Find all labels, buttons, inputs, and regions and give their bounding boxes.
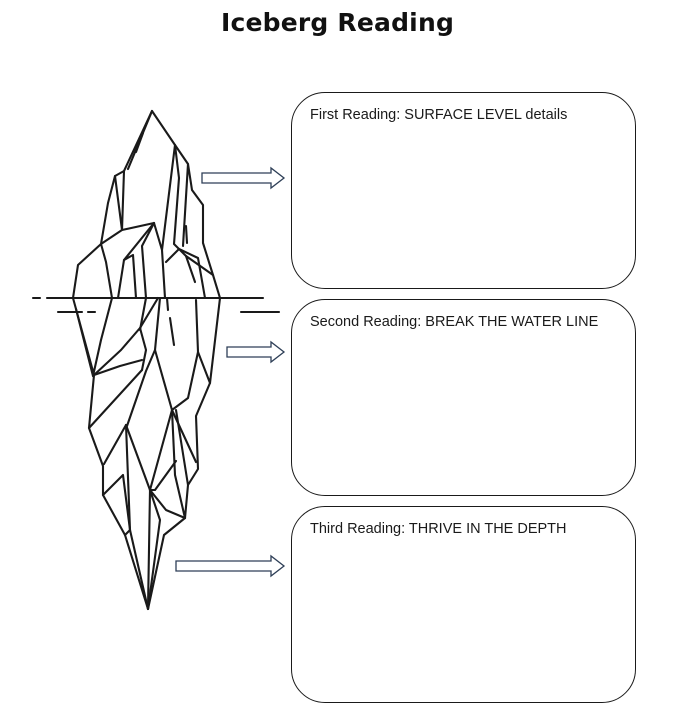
right-arrow-icon xyxy=(201,166,286,190)
right-arrow-icon xyxy=(175,554,286,578)
first-reading-box[interactable]: First Reading: SURFACE LEVEL details xyxy=(291,92,636,289)
right-arrow-icon xyxy=(226,340,286,364)
first-reading-label: First Reading: SURFACE LEVEL details xyxy=(310,107,568,123)
second-reading-label: Second Reading: BREAK THE WATER LINE xyxy=(310,314,599,330)
second-reading-box[interactable]: Second Reading: BREAK THE WATER LINE xyxy=(291,299,636,496)
third-reading-box[interactable]: Third Reading: THRIVE IN THE DEPTH xyxy=(291,506,636,703)
page-title: Iceberg Reading xyxy=(220,8,455,37)
iceberg-icon xyxy=(31,109,281,611)
third-reading-label: Third Reading: THRIVE IN THE DEPTH xyxy=(310,521,567,537)
